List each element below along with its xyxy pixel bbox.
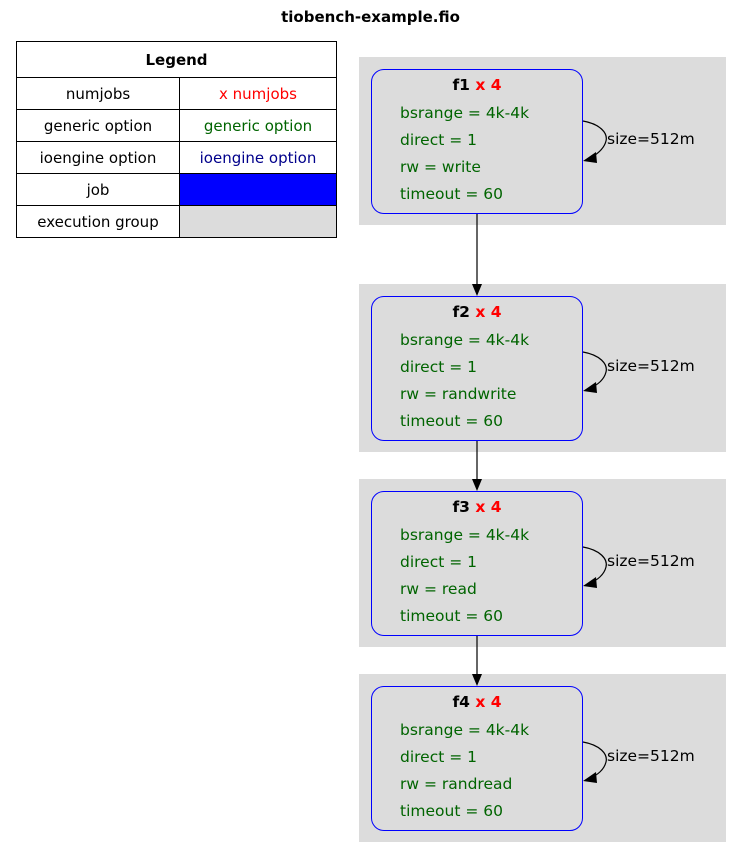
job-numjobs: x 4 <box>475 498 502 516</box>
job-node-f2: f2 x 4 bsrange = 4k-4k direct = 1 rw = r… <box>371 296 583 441</box>
job-option: rw = write <box>400 158 481 176</box>
legend-row-ioengine-option: ioengine option ioengine option <box>16 141 337 174</box>
self-loop-f3 <box>582 546 607 583</box>
job-option: bsrange = 4k-4k <box>400 331 530 349</box>
arrowhead <box>583 382 597 393</box>
job-name: f4 <box>452 693 470 711</box>
job-header: f3 x 4 <box>372 498 582 516</box>
job-numjobs: x 4 <box>475 303 502 321</box>
legend-swatch-job <box>179 173 337 206</box>
arrowhead <box>583 152 597 163</box>
job-option: bsrange = 4k-4k <box>400 721 530 739</box>
legend-header-row: Legend <box>16 41 337 78</box>
job-header: f1 x 4 <box>372 76 582 94</box>
diagram-title: tiobench-example.fio <box>281 8 460 26</box>
legend-row-execution-group: execution group <box>16 205 337 238</box>
self-loop-label-f3: size=512m <box>607 552 695 570</box>
self-loop-label-f1: size=512m <box>607 130 695 148</box>
job-option: timeout = 60 <box>400 607 503 625</box>
self-loop-label-f4: size=512m <box>607 747 695 765</box>
job-numjobs: x 4 <box>475 693 502 711</box>
job-option: rw = randread <box>400 775 513 793</box>
arrowhead <box>472 284 482 296</box>
job-option: bsrange = 4k-4k <box>400 526 530 544</box>
job-name: f3 <box>452 498 470 516</box>
job-option: timeout = 60 <box>400 185 503 203</box>
legend-sample-numjobs: x numjobs <box>179 77 337 110</box>
job-option: bsrange = 4k-4k <box>400 104 530 122</box>
legend-key: job <box>16 173 180 206</box>
job-header: f2 x 4 <box>372 303 582 321</box>
self-loop-f1 <box>582 120 607 158</box>
legend-table: Legend numjobs x numjobs generic option … <box>16 41 337 238</box>
legend-key: execution group <box>16 205 180 238</box>
legend-row-generic-option: generic option generic option <box>16 109 337 142</box>
job-node-f3: f3 x 4 bsrange = 4k-4k direct = 1 rw = r… <box>371 491 583 636</box>
job-numjobs: x 4 <box>475 76 502 94</box>
job-option: timeout = 60 <box>400 802 503 820</box>
legend-header: Legend <box>16 41 337 78</box>
job-option: rw = randwrite <box>400 385 517 403</box>
arrowhead <box>583 577 597 588</box>
legend-key: numjobs <box>16 77 180 110</box>
job-option: rw = read <box>400 580 477 598</box>
legend-row-numjobs: numjobs x numjobs <box>16 77 337 110</box>
job-name: f1 <box>452 76 470 94</box>
job-option: direct = 1 <box>400 358 478 376</box>
self-loop-label-f2: size=512m <box>607 357 695 375</box>
legend-row-job: job <box>16 173 337 206</box>
arrowhead <box>583 772 597 783</box>
arrowhead <box>472 479 482 491</box>
job-node-f1: f1 x 4 bsrange = 4k-4k direct = 1 rw = w… <box>371 69 583 214</box>
legend-swatch-execution-group <box>179 205 337 238</box>
job-option: direct = 1 <box>400 131 478 149</box>
arrowhead <box>472 674 482 686</box>
self-loop-f2 <box>582 351 607 388</box>
job-option: timeout = 60 <box>400 412 503 430</box>
job-option: direct = 1 <box>400 748 478 766</box>
job-header: f4 x 4 <box>372 693 582 711</box>
legend-key: generic option <box>16 109 180 142</box>
job-name: f2 <box>452 303 470 321</box>
job-option: direct = 1 <box>400 553 478 571</box>
self-loop-f4 <box>582 741 607 778</box>
legend-sample-ioengine-option: ioengine option <box>179 141 337 174</box>
job-node-f4: f4 x 4 bsrange = 4k-4k direct = 1 rw = r… <box>371 686 583 831</box>
